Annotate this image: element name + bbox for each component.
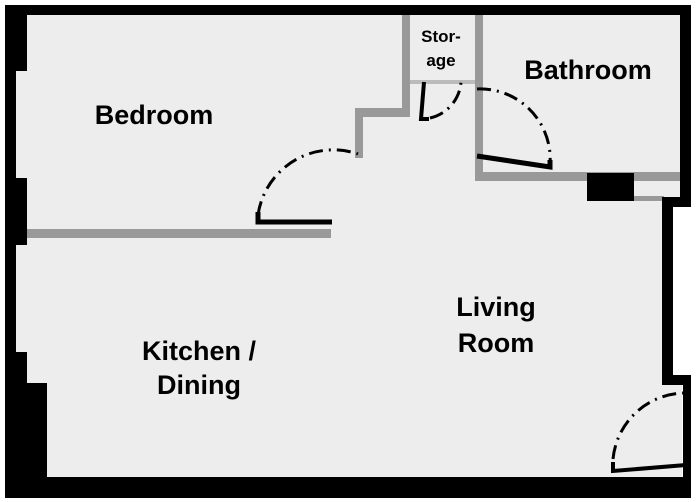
bedroom-label: Bedroom (95, 100, 214, 130)
bathroom-bottom-wall (475, 172, 682, 181)
bathroom-door-swing (476, 87, 552, 165)
right-wall-upper (680, 5, 691, 207)
kitchen-label-line1: Kitchen / (142, 336, 257, 366)
left-pier-2 (5, 178, 27, 245)
entrance-door-leaf (611, 462, 687, 474)
storage-left-wall (402, 14, 410, 117)
bathroom-door-leaf (476, 153, 553, 170)
interior-walls (27, 14, 682, 238)
duct-block (587, 173, 634, 201)
left-pier-3 (5, 352, 27, 482)
storage-label-line2: age (426, 51, 455, 70)
right-wall-step-top (662, 197, 691, 207)
bedroom-right-wall-step (355, 108, 410, 117)
entrance-door-swing (611, 391, 687, 460)
right-wall-step-bottom (662, 375, 691, 385)
right-wall-lower (683, 375, 691, 498)
floor (14, 14, 682, 484)
bathroom-left-wall (475, 90, 483, 181)
entrance-door[interactable] (611, 391, 687, 474)
storage-right-wall (475, 14, 483, 90)
kitchen-label-line2: Dining (157, 370, 241, 400)
storage-door-leaf (418, 81, 429, 121)
bedroom-kitchen-wall (27, 229, 331, 238)
bathroom-bottom-strip (634, 196, 664, 201)
storage-label-line1: Stor- (421, 27, 461, 46)
bathroom-door[interactable] (476, 87, 553, 170)
living-room-label-line1: Living (456, 292, 536, 322)
left-pier-1 (5, 5, 27, 71)
top-wall (5, 5, 691, 15)
bedroom-door[interactable] (255, 148, 359, 225)
storage-door[interactable] (418, 81, 463, 121)
bedroom-door-leaf (255, 212, 332, 225)
storage-door-swing (429, 81, 463, 120)
bathroom-label: Bathroom (524, 55, 652, 85)
left-wall (5, 5, 16, 498)
bedroom-door-swing (256, 148, 359, 216)
outside-notch (673, 207, 696, 377)
storage-bottom-wall (410, 80, 476, 84)
left-pier-4 (27, 383, 47, 477)
living-room-label-line2: Room (458, 328, 535, 358)
bottom-wall (5, 477, 691, 498)
right-wall-middle (662, 197, 673, 385)
bedroom-right-wall-lower (355, 108, 363, 158)
exterior-walls (5, 5, 691, 498)
